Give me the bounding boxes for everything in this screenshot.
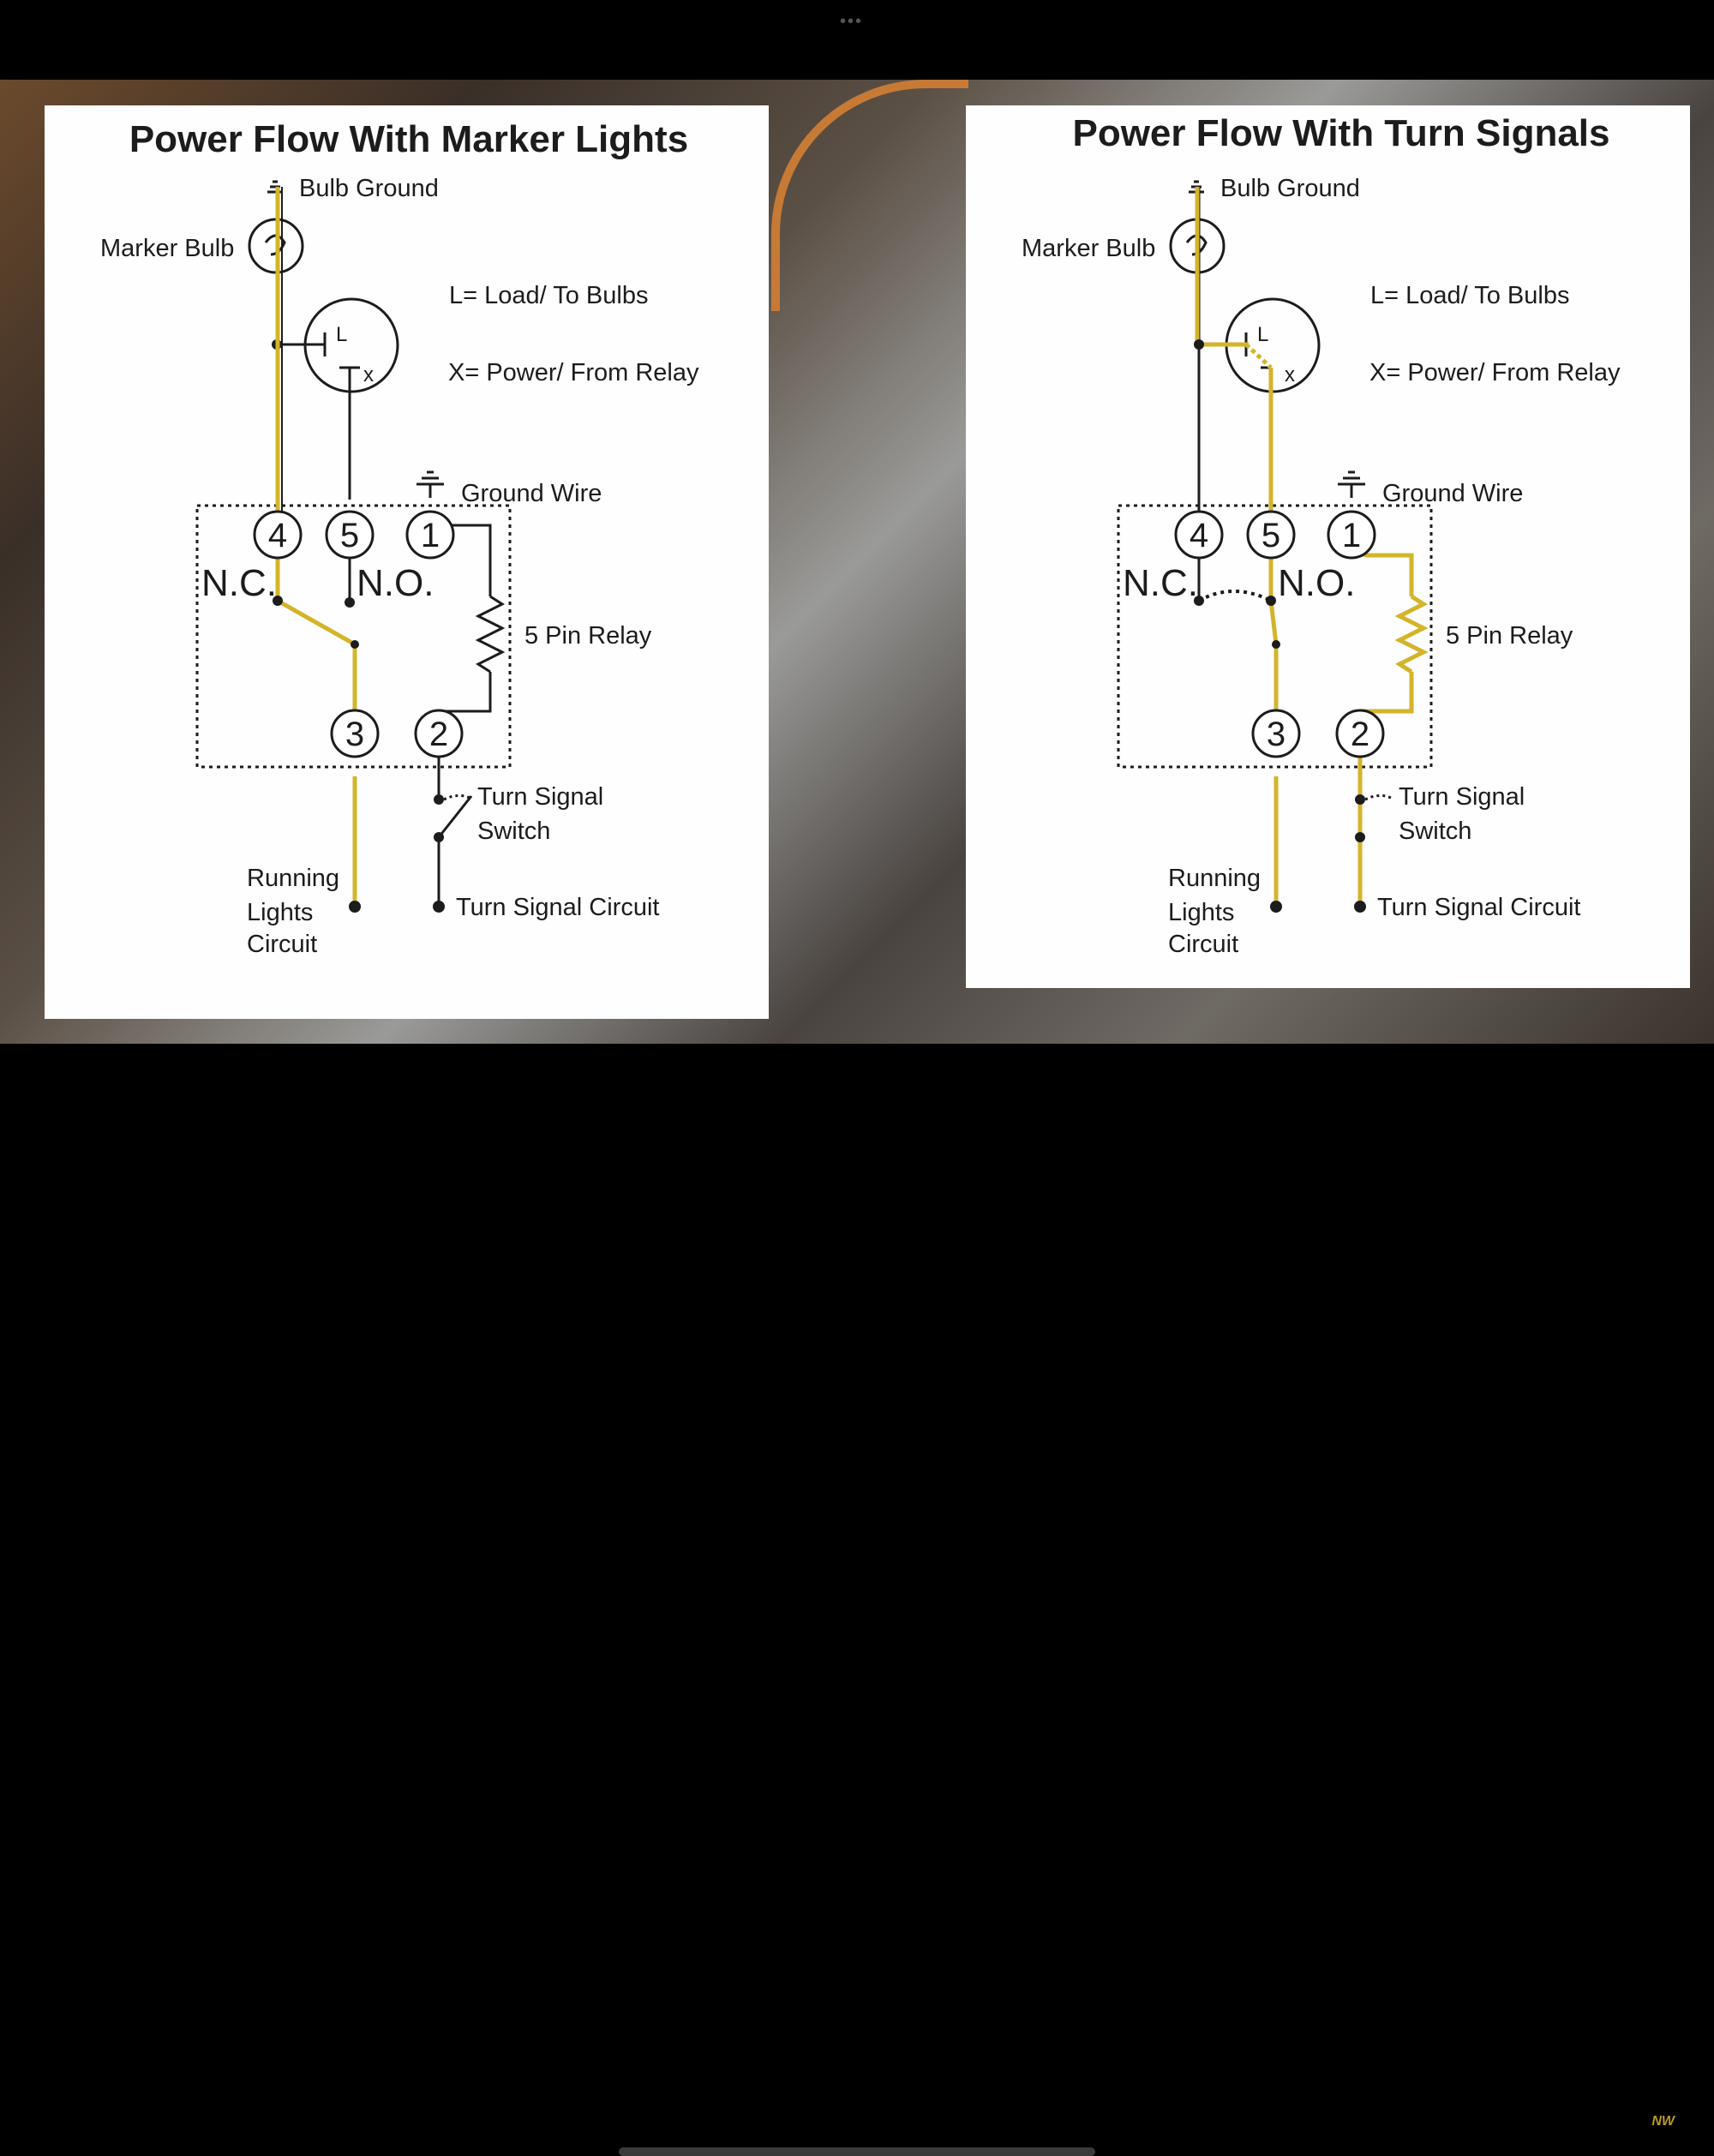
no-contact (1266, 596, 1276, 606)
svg-text:2: 2 (429, 716, 448, 753)
diagram-title: Power Flow With Marker Lights (129, 118, 688, 160)
pin-1: 1 (405, 510, 455, 560)
socket-icon (277, 297, 399, 500)
svg-text:5: 5 (1262, 517, 1280, 554)
pin-4: 4 (253, 510, 303, 560)
pin-1: 1 (1327, 510, 1376, 560)
turn-signal-terminal (433, 901, 445, 913)
relay-box (1117, 504, 1433, 769)
svg-text:1: 1 (1342, 517, 1361, 554)
switch-contact-bottom (1355, 832, 1365, 842)
load-legend: L= Load/ To Bulbs (449, 282, 648, 309)
turn-signals-diagram: Power Flow With Turn Signals Bulb Ground… (966, 105, 1690, 988)
running-label-1: Running (1168, 865, 1261, 892)
svg-text:4: 4 (1190, 517, 1208, 554)
menu-dots[interactable]: ••• (840, 12, 864, 31)
marker-bulb-label: Marker Bulb (100, 235, 234, 262)
ground-wire-icon (1338, 470, 1365, 498)
switch-contact-top (434, 794, 444, 805)
load-legend: L= Load/ To Bulbs (1370, 282, 1569, 309)
pin-2: 2 (1335, 709, 1385, 758)
running-label-3: Circuit (1168, 931, 1238, 958)
pin-2: 2 (414, 709, 464, 758)
svg-text:2: 2 (1351, 716, 1369, 753)
svg-text:3: 3 (1267, 716, 1286, 753)
switch-dash (1364, 794, 1392, 801)
nc-contact (273, 596, 283, 606)
pin-5: 5 (325, 510, 375, 560)
junction-dot (1194, 339, 1204, 350)
relay-label: 5 Pin Relay (524, 622, 652, 650)
common-pivot (351, 640, 359, 649)
pin-3: 3 (1251, 709, 1301, 758)
pin-4: 4 (1174, 510, 1224, 560)
nc-label: N.C. (201, 562, 277, 604)
switch-label-1: Turn Signal (477, 783, 603, 811)
bulb-ground-label: Bulb Ground (299, 175, 439, 202)
running-lights-terminal (1270, 901, 1282, 913)
diagram-title: Power Flow With Turn Signals (1072, 112, 1609, 154)
turn-circuit-label: Turn Signal Circuit (456, 894, 659, 921)
running-label-3: Circuit (247, 931, 317, 958)
relay-label: 5 Pin Relay (1446, 622, 1573, 650)
switch-label-2: Switch (477, 817, 550, 845)
running-label-2: Lights (247, 899, 313, 926)
bulb-ground-icon (267, 180, 283, 194)
ground-wire-icon (417, 470, 444, 498)
top-bar: ••• (0, 0, 1714, 80)
socket-x-label: x (363, 363, 374, 386)
nc-contact (1194, 596, 1204, 606)
turn-circuit-label: Turn Signal Circuit (1377, 894, 1580, 921)
pin-5: 5 (1246, 510, 1296, 560)
power-legend: X= Power/ From Relay (448, 359, 699, 386)
channel-logo: NW (1651, 2114, 1675, 2129)
svg-text:4: 4 (268, 517, 287, 554)
turn-signal-terminal (1354, 901, 1366, 913)
ground-wire-label: Ground Wire (1382, 480, 1523, 507)
power-path (275, 187, 357, 907)
switch-contact-bottom (434, 832, 444, 842)
bulb-ground-label: Bulb Ground (1220, 175, 1360, 202)
switch-contact-top (1355, 794, 1365, 805)
marker-lights-diagram: Power Flow With Marker Lights Bulb Groun… (45, 105, 769, 1019)
no-label: N.O. (1278, 562, 1355, 604)
marker-bulb-label: Marker Bulb (1022, 235, 1155, 262)
running-label-1: Running (247, 865, 339, 892)
relay-box (195, 504, 512, 769)
bottom-bar: NW (0, 1044, 1714, 2156)
socket-bridge (1244, 343, 1273, 369)
switch-dash (443, 794, 470, 801)
nc-dash (1198, 590, 1272, 602)
no-contact (345, 597, 355, 608)
socket-x-label: x (1285, 363, 1295, 386)
svg-text:5: 5 (340, 517, 359, 554)
common-pivot (1272, 640, 1280, 649)
svg-text:3: 3 (345, 716, 364, 753)
running-label-2: Lights (1168, 899, 1234, 926)
svg-text:1: 1 (421, 517, 440, 554)
ground-wire-label: Ground Wire (461, 480, 602, 507)
nc-label: N.C. (1123, 562, 1198, 604)
no-label: N.O. (357, 562, 434, 604)
switch-label-2: Switch (1399, 817, 1471, 845)
switch-label-1: Turn Signal (1399, 783, 1525, 811)
socket-l-label: L (1257, 323, 1268, 346)
home-indicator[interactable] (619, 2147, 1095, 2156)
pin-3: 3 (330, 709, 380, 758)
power-legend: X= Power/ From Relay (1369, 359, 1621, 386)
running-lights-terminal (349, 901, 361, 913)
socket-l-label: L (336, 323, 347, 346)
